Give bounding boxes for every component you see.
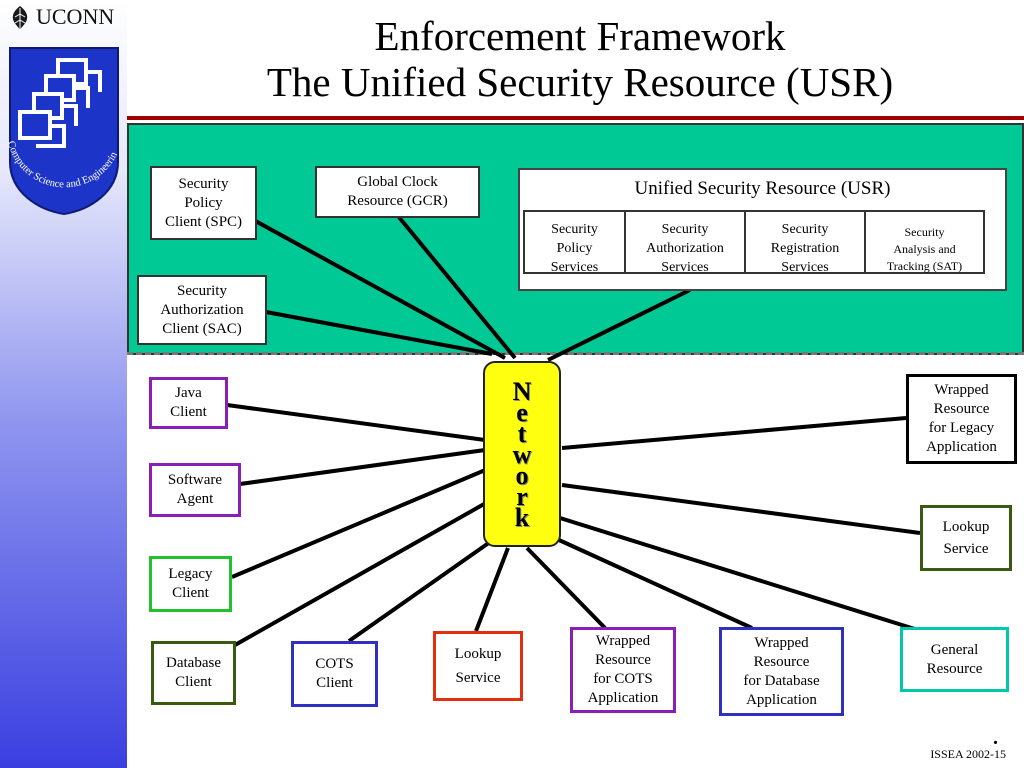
software-agent-box: Software Agent	[149, 463, 241, 517]
network-letter: N	[512, 376, 532, 406]
lookup-service-bottom-box: Lookup Service	[433, 631, 523, 701]
security-boundary-line	[127, 352, 1024, 355]
security-policy-services-box: Security Policy Services	[523, 210, 626, 275]
line-java	[226, 403, 486, 442]
security-analysis-tracking-box: Security Analysis and Tracking (SAT)	[864, 210, 985, 274]
line-cots-client	[347, 526, 512, 643]
line-usr	[547, 288, 691, 362]
line-sac	[265, 310, 493, 356]
line-gcr	[396, 214, 517, 360]
lookup-service-right-box: Lookup Service	[920, 505, 1012, 571]
title-rule	[127, 116, 1024, 120]
line-wrapped-legacy	[561, 416, 907, 450]
java-client-box: Java Client	[149, 377, 228, 429]
security-authorization-services-box: Security Authorization Services	[624, 210, 746, 275]
wrapped-resource-legacy-box: Wrapped Resource for Legacy Application	[906, 374, 1017, 464]
cots-client-box: COTS Client	[291, 641, 378, 707]
line-general	[559, 516, 919, 632]
security-authorization-client-box: Security Authorization Client (SAC)	[137, 275, 267, 345]
database-client-box: Database Client	[151, 641, 236, 705]
slide-title-line2: The Unified Security Resource (USR)	[266, 59, 894, 105]
network-letter: r	[516, 481, 528, 511]
security-policy-client-box: Security Policy Client (SPC)	[150, 166, 257, 240]
footer-dot: .	[993, 727, 998, 749]
network-letter: e	[516, 397, 528, 427]
legacy-client-box: Legacy Client	[149, 556, 232, 612]
line-lookup-right	[561, 483, 921, 535]
line-database	[234, 493, 501, 647]
network-letter: k	[514, 502, 530, 532]
page-number: ISSEA 2002-15	[930, 747, 1006, 761]
uconn-wordmark: UCONN	[36, 4, 115, 29]
line-lookup-bottom	[474, 547, 510, 632]
network-letter: w	[512, 439, 532, 469]
usr-title: Unified Security Resource (USR)	[634, 178, 891, 199]
security-registration-services-box: Security Registration Services	[744, 210, 866, 275]
oak-leaf-icon	[12, 6, 28, 33]
line-wrapped-cots	[525, 546, 607, 630]
network-letter: t	[517, 418, 527, 448]
general-resource-box: General Resource	[900, 627, 1009, 692]
line-wrapped-db	[547, 533, 753, 630]
wrapped-resource-database-box: Wrapped Resource for Database Applicatio…	[719, 627, 844, 716]
wrapped-resource-cots-box: Wrapped Resource for COTS Application	[570, 627, 676, 713]
line-agent	[239, 448, 486, 486]
line-spc	[249, 216, 506, 360]
line-legacy	[231, 466, 491, 579]
slide-title-line1: Enforcement Framework	[374, 13, 786, 59]
network-letter: o	[515, 460, 529, 490]
cse-logo-icon: Computer Science and Engineering	[0, 42, 120, 216]
global-clock-resource-box: Global Clock Resource (GCR)	[315, 166, 480, 218]
